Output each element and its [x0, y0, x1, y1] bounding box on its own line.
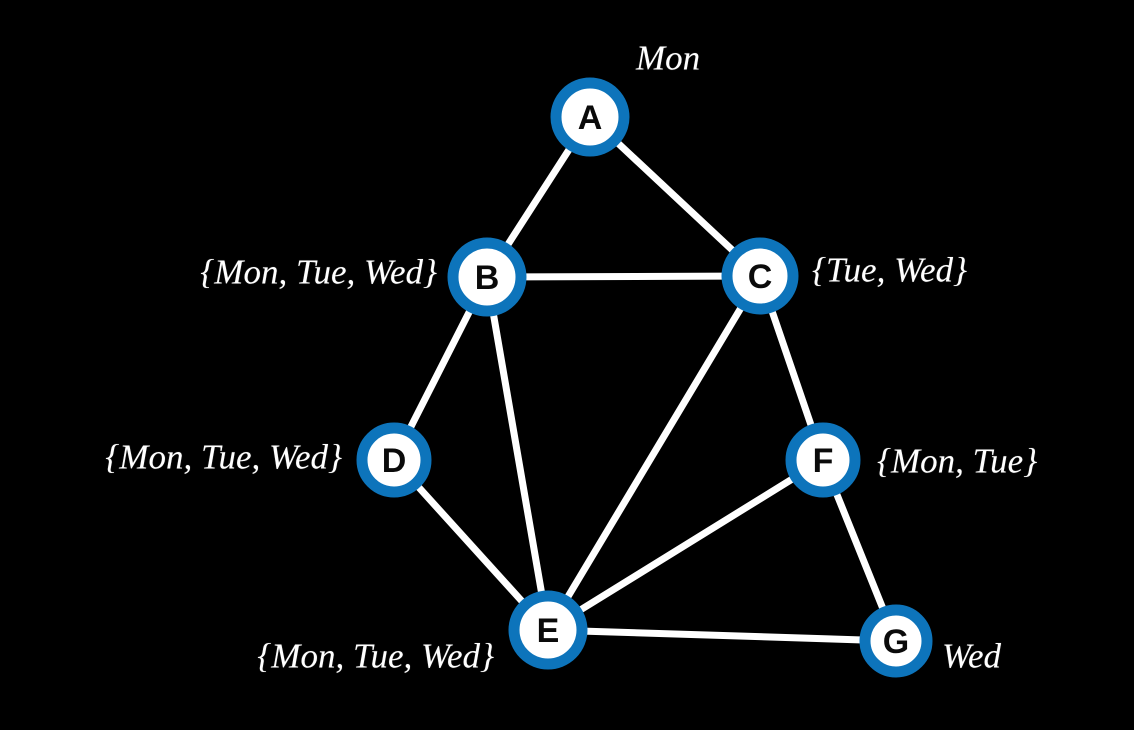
- graph-edge-e-f: [575, 474, 798, 615]
- graph-edge-d-e: [413, 481, 528, 607]
- graph-edge-a-c: [612, 138, 738, 256]
- node-label-g: G: [883, 623, 909, 661]
- edges-group: [405, 138, 888, 644]
- node-label-f: F: [813, 442, 834, 480]
- graph-node-a[interactable]: A: [550, 77, 630, 157]
- domain-label-g: Wed: [942, 636, 1001, 676]
- domain-label-f: {Mon, Tue}: [877, 441, 1038, 481]
- node-circle-a: [550, 77, 630, 157]
- domain-label-c: {Tue, Wed}: [812, 250, 968, 290]
- graph-edge-e-g: [580, 627, 867, 644]
- graph-edge-b-e: [489, 308, 546, 599]
- nodes-group: A B C D E F G: [356, 77, 933, 678]
- graph-edge-c-e: [562, 302, 746, 603]
- node-label-c: C: [748, 258, 773, 296]
- node-circle-f: [785, 422, 861, 498]
- graph-node-g[interactable]: G: [859, 604, 933, 678]
- node-circle-d: [356, 422, 432, 498]
- domain-label-d: {Mon, Tue, Wed}: [105, 437, 342, 477]
- graph-node-b[interactable]: B: [447, 237, 527, 317]
- node-circle-b: [447, 237, 527, 317]
- graph-edge-c-f: [767, 305, 816, 432]
- graph-node-e[interactable]: E: [508, 590, 588, 670]
- node-circle-g: [859, 604, 933, 678]
- domain-label-e: {Mon, Tue, Wed}: [257, 636, 494, 676]
- node-circle-c: [721, 237, 799, 315]
- graph-edge-f-g: [832, 488, 888, 614]
- graph-edge-b-d: [405, 305, 475, 434]
- graph-edge-a-b: [502, 143, 575, 251]
- node-label-a: A: [578, 99, 603, 137]
- domain-label-a: Mon: [636, 38, 701, 78]
- graph-edge-b-c: [519, 272, 729, 281]
- graph-node-d[interactable]: D: [356, 422, 432, 498]
- node-circle-e: [508, 590, 588, 670]
- node-label-e: E: [537, 612, 560, 650]
- node-label-d: D: [382, 442, 407, 480]
- node-label-b: B: [475, 259, 500, 297]
- graph-node-f[interactable]: F: [785, 422, 861, 498]
- graph-node-c[interactable]: C: [721, 237, 799, 315]
- domain-label-b: {Mon, Tue, Wed}: [200, 252, 437, 292]
